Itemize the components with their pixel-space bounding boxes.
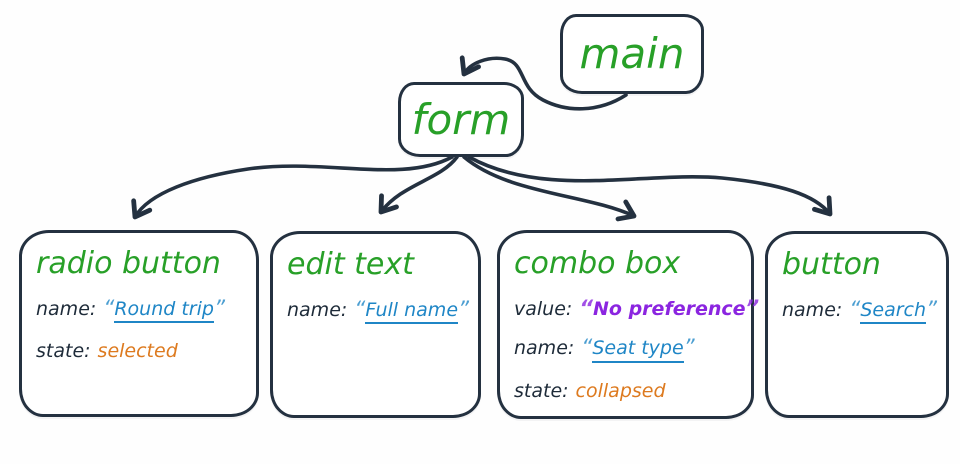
name-value: Seat type — [592, 337, 684, 364]
name-value: Search — [860, 299, 927, 325]
edge-main-to-form — [459, 55, 628, 111]
prop-value: “Seat type” — [581, 335, 695, 364]
prop-name: name: “Round trip” — [36, 295, 242, 324]
prop-key: name: — [287, 298, 348, 321]
quote-close: ” — [745, 295, 760, 321]
quote-close: ” — [926, 296, 938, 322]
prop-name: name: “Full name” — [287, 298, 469, 325]
quote-close: ” — [683, 335, 695, 361]
node-combo-box: combo box value: “No preference” name: “… — [497, 230, 759, 419]
node-form-label: form — [411, 94, 511, 144]
node-edit-text-label: edit text — [287, 247, 414, 282]
edge-form-to-button — [467, 155, 833, 217]
node-button-label: button — [782, 247, 881, 282]
quote-close: ” — [458, 296, 470, 322]
prop-key: state: — [36, 340, 91, 363]
prop-name: name: “Search” — [782, 298, 937, 325]
prop-state: state: selected — [36, 340, 242, 363]
name-value: Full name — [365, 299, 459, 325]
state-value: selected — [97, 340, 178, 363]
edge-form-to-radio-button — [131, 155, 454, 220]
node-button: button name: “Search” — [765, 231, 949, 418]
node-radio-button: radio button name: “Round trip” state: s… — [19, 230, 259, 417]
edge-form-to-edit-text — [378, 155, 459, 215]
node-main: main — [560, 14, 704, 94]
state-value: collapsed — [575, 380, 666, 403]
edge-form-to-combo-box — [462, 155, 637, 222]
prop-key: value: — [514, 297, 573, 320]
quote-open: “ — [579, 295, 594, 321]
node-form: form — [398, 82, 524, 157]
prop-key: name: — [36, 297, 97, 320]
prop-state: state: collapsed — [514, 380, 737, 403]
quote-open: “ — [849, 296, 861, 322]
quote-close: ” — [213, 295, 225, 321]
prop-value: “Round trip” — [103, 295, 225, 324]
node-edit-text: edit text name: “Full name” — [270, 231, 481, 418]
prop-key: name: — [514, 337, 575, 360]
quote-open: “ — [354, 296, 366, 322]
quote-open: “ — [581, 335, 593, 361]
quote-open: “ — [103, 295, 115, 321]
prop-key: name: — [782, 298, 843, 321]
node-combo-box-label: combo box — [514, 246, 681, 281]
combo-value: No preference — [593, 297, 746, 320]
prop-name: name: “Seat type” — [514, 335, 737, 364]
prop-value-row: value: “No preference” — [514, 297, 759, 321]
node-main-label: main — [579, 29, 685, 78]
prop-value: “No preference” — [579, 295, 760, 321]
name-value: Round trip — [114, 298, 214, 324]
prop-value: “Full name” — [354, 296, 470, 325]
prop-value: “Search” — [849, 296, 938, 325]
node-radio-button-label: radio button — [36, 246, 221, 281]
prop-key: state: — [514, 380, 569, 403]
